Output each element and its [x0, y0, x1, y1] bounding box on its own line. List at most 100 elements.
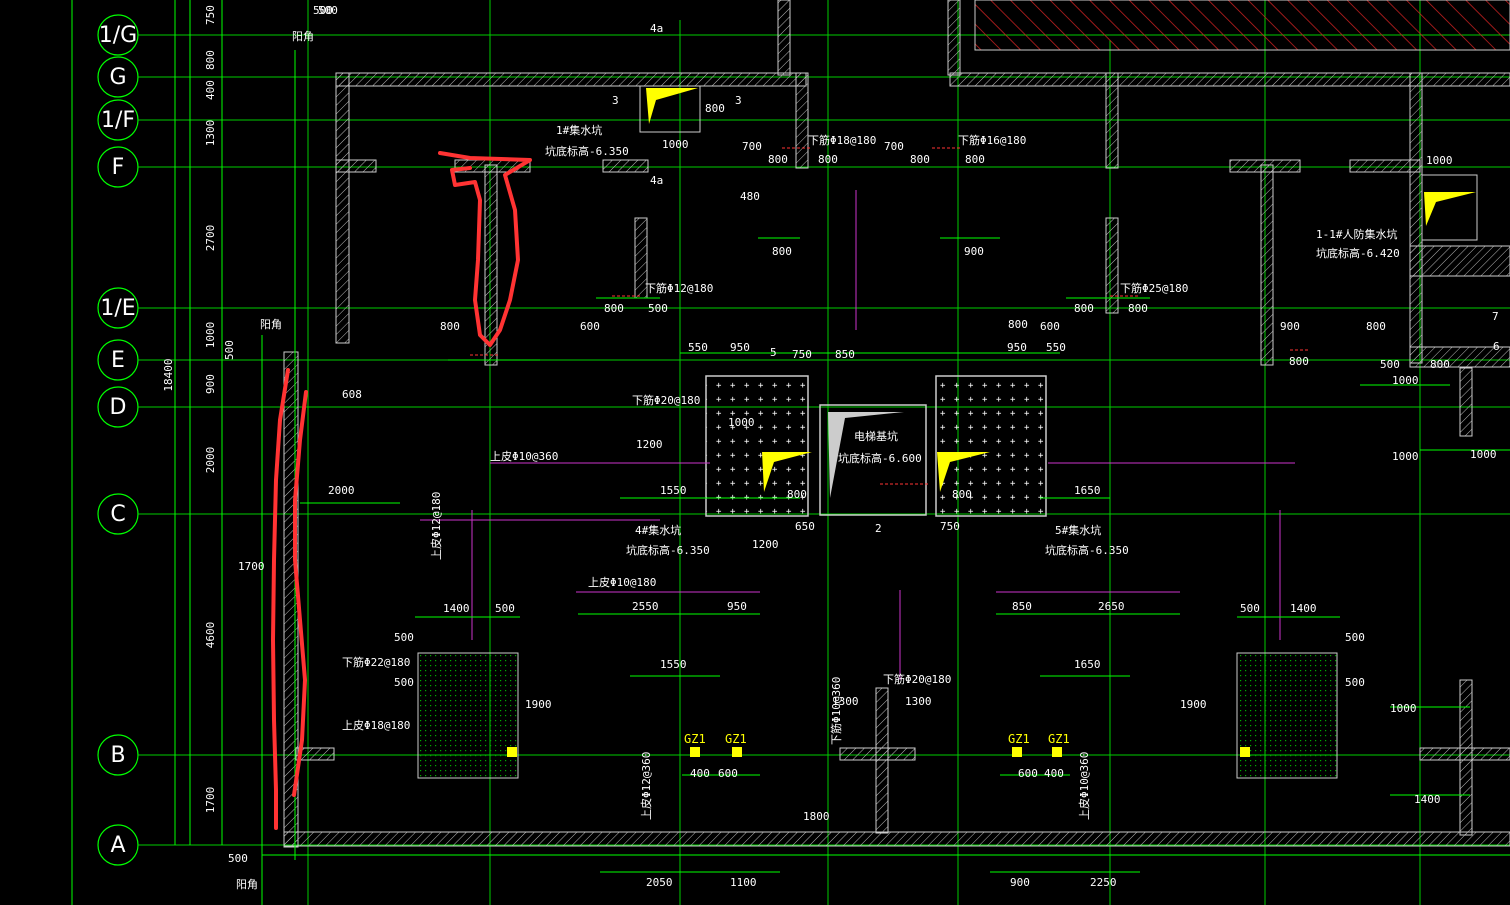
red-dashed-markers	[470, 147, 1310, 485]
axis-label-G: G	[109, 65, 126, 90]
dim-text-29: 850	[835, 348, 855, 361]
dim-text-54: 400	[690, 767, 710, 780]
gz1-label-1: GZ1	[684, 732, 706, 746]
yang-jiao-label-top: 阳角	[292, 30, 314, 43]
pit5-name: 5#集水坑	[1055, 523, 1101, 537]
foundation-walls	[283, 0, 1510, 848]
rebar-note-4: 下筋Φ20@180	[632, 393, 700, 407]
dim-text-8: 800	[818, 153, 838, 166]
dim-text-44: 1400	[443, 602, 470, 615]
dim-text-57: 400	[1044, 767, 1064, 780]
dim-text-48: 1550	[660, 658, 687, 671]
dim-text-51: 1300	[905, 695, 932, 708]
dim-text-72: 1000	[1392, 450, 1419, 463]
left-dim-0: 750	[204, 5, 217, 25]
dim-text-30: 950	[1007, 341, 1027, 354]
rebar-note-11: 下筋Φ10@360	[829, 677, 843, 745]
pit5-level: 坑底标高-6.350	[1045, 543, 1129, 557]
dim-text-38: 2000	[328, 484, 355, 497]
axis-label-D: D	[110, 395, 127, 420]
dim-text-2: 1000	[662, 138, 689, 151]
dim-text-45: 500	[495, 602, 515, 615]
dim-text-31: 550	[1046, 341, 1066, 354]
left-dim-8: 4600	[204, 622, 217, 649]
left-dim-2: 400	[204, 80, 217, 100]
drawing-annotations: 阳角 阳角 阳角 1#集水坑 坑底标高-6.350 1-1#人防集水坑 坑底标高…	[236, 22, 1400, 891]
axis-label-E: E	[111, 348, 125, 373]
dim-text-79: 7	[1492, 310, 1499, 323]
dim-text-14: 800	[772, 245, 792, 258]
dim-text-37: 1650	[1074, 484, 1101, 497]
left-dim-5: 1000	[204, 322, 217, 349]
dim-text-63: 500	[394, 631, 414, 644]
axis-label-B: B	[110, 743, 125, 768]
dim-text-58: 1800	[803, 810, 830, 823]
yellow-marker-triangles	[646, 88, 1476, 498]
gz1-markers	[507, 747, 1250, 757]
dim-text-60: 1100	[730, 876, 757, 889]
dim-text-67: 500	[1345, 676, 1365, 689]
left-dim-9: 1700	[204, 787, 217, 814]
pit4-level: 坑底标高-6.350	[626, 543, 710, 557]
dim-text-23: 900	[1280, 320, 1300, 333]
dim-text-40: 2550	[632, 600, 659, 613]
dim-text-71: 1000	[1392, 374, 1419, 387]
dim-text-21: 800	[1128, 302, 1148, 315]
dim-text-61: 900	[1010, 876, 1030, 889]
dim-text-41: 950	[727, 600, 747, 613]
dim-text-3: 800	[705, 102, 725, 115]
hatched-area-top-right	[974, 0, 1510, 51]
pit11-name: 1-1#人防集水坑	[1316, 227, 1398, 241]
dim-text-27: 950	[730, 341, 750, 354]
pit4-name: 4#集水坑	[635, 523, 681, 537]
dim-text-1: 500	[228, 852, 248, 865]
dim-text-11: 800	[965, 153, 985, 166]
dim-text-33: 1550	[660, 484, 687, 497]
dim-text-53: 1900	[1180, 698, 1207, 711]
yang-jiao-label-bottom: 阳角	[236, 878, 258, 891]
dim-text-5: 3	[735, 94, 742, 107]
dim-text-13: 1000	[1426, 154, 1453, 167]
gz1-label-3: GZ1	[1008, 732, 1030, 746]
dim-text-36: 800	[952, 488, 972, 501]
dim-text-28: 750	[792, 348, 812, 361]
dim-text-56: 600	[1018, 767, 1038, 780]
dim-text-35: 800	[787, 488, 807, 501]
axis-label-C: C	[110, 502, 125, 527]
la-label-top: 4a	[650, 22, 663, 35]
rebar-lines	[420, 190, 1295, 680]
dim-text-32: 1200	[636, 438, 663, 451]
rebar-note-9: 下筋Φ20@180	[883, 672, 951, 686]
dim-text-77: 2	[875, 522, 882, 535]
gz1-label-2: GZ1	[725, 732, 747, 746]
dim-text-10: 800	[910, 153, 930, 166]
dim-text-70: 750	[940, 520, 960, 533]
rebar-note-12: 上皮Φ12@360	[640, 752, 653, 820]
dim-text-49: 1650	[1074, 658, 1101, 671]
rebar-note-1: 下筋Φ16@180	[958, 133, 1026, 147]
left-dimension-texts: 7508004001300270010009002000460017001840…	[162, 4, 333, 813]
dim-text-9: 700	[884, 140, 904, 153]
dim-text-81: 800	[1008, 318, 1028, 331]
dim-text-22: 600	[1040, 320, 1060, 333]
rebar-note-10: 上皮Φ18@180	[342, 719, 410, 732]
dim-text-52: 1900	[525, 698, 552, 711]
dim-text-16: 800	[604, 302, 624, 315]
elevator-pit-level: 坑底标高-6.600	[838, 451, 922, 465]
dim-text-50: 1300	[832, 695, 859, 708]
dim-text-82: 500	[1380, 358, 1400, 371]
sump-pits	[417, 85, 1478, 779]
left-dim-top-500: 500	[313, 4, 333, 17]
dim-text-19: 500	[648, 302, 668, 315]
red-markup-strokes	[271, 151, 532, 830]
rebar-note-8: 下筋Φ22@180	[342, 655, 410, 669]
dim-text-55: 600	[718, 767, 738, 780]
rebar-note-6: 上皮Φ10@180	[588, 576, 656, 589]
axis-label-1-F: 1/F	[101, 108, 135, 133]
dimension-lines	[261, 50, 1510, 905]
pit1-name: 1#集水坑	[556, 123, 602, 137]
